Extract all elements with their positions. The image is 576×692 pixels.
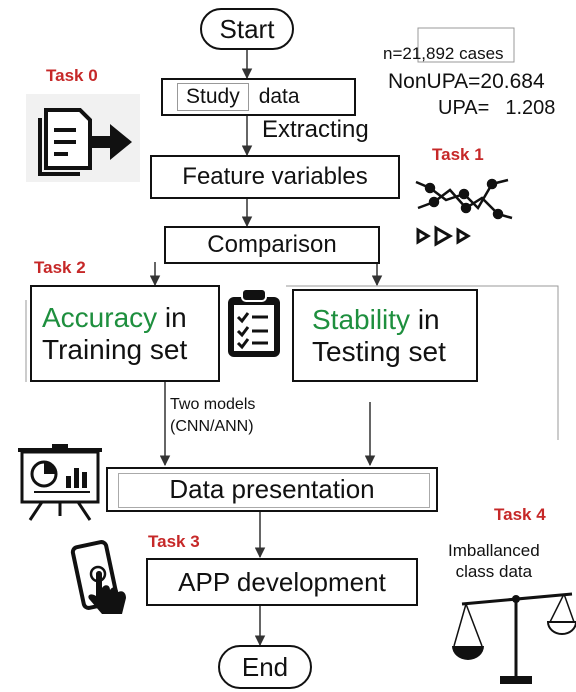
stats-nonupa: NonUPA=20.684 bbox=[388, 70, 545, 94]
app-development-box: APP development bbox=[146, 558, 418, 606]
accuracy-line: Accuracy in bbox=[42, 302, 187, 334]
task-1-label: Task 1 bbox=[432, 145, 484, 164]
stats-outline bbox=[417, 27, 515, 63]
feature-variables-box: Feature variables bbox=[150, 155, 400, 199]
upa-label: UPA= bbox=[438, 97, 490, 119]
start-label: Start bbox=[219, 13, 275, 44]
document-export-icon bbox=[26, 94, 140, 182]
stats-upa: UPA= 1.208 bbox=[438, 97, 555, 120]
n-value: 21,892 cases bbox=[402, 44, 504, 63]
upa-value: 1.208 bbox=[505, 97, 556, 119]
stability-word: Stability bbox=[312, 303, 411, 335]
two-models-line1: Two models bbox=[170, 396, 256, 413]
comparison-label: Comparison bbox=[207, 231, 337, 258]
training-label: Training set bbox=[42, 333, 188, 365]
end-node: End bbox=[218, 645, 312, 689]
two-models-label: Two models (CNN/ANN) bbox=[170, 394, 255, 438]
imbalanced-line1: Imballanced bbox=[448, 541, 540, 560]
balance-scale-icon bbox=[452, 586, 576, 688]
line-graph-icon bbox=[412, 168, 522, 250]
data-presentation-label: Data presentation bbox=[169, 474, 375, 504]
presentation-inner-box bbox=[118, 473, 430, 508]
thin-outline-right bbox=[286, 285, 559, 440]
nonupa-value: =20.684 bbox=[468, 70, 545, 93]
presentation-board-icon bbox=[14, 442, 106, 522]
stability-rest: in bbox=[410, 303, 440, 335]
comparison-box: Comparison bbox=[164, 226, 380, 264]
imbalanced-label: Imballanced class data bbox=[448, 540, 540, 582]
end-label: End bbox=[241, 651, 289, 682]
app-development-label: APP development bbox=[178, 566, 386, 597]
feature-label: Feature variables bbox=[182, 163, 368, 190]
accuracy-rest: in bbox=[157, 301, 187, 333]
two-models-line2: (CNN/ANN) bbox=[170, 418, 254, 435]
task-3-label: Task 3 bbox=[148, 532, 200, 551]
study-label: Study bbox=[186, 85, 240, 108]
stability-line: Stability in bbox=[312, 304, 440, 336]
task-4-label: Task 4 bbox=[494, 505, 546, 524]
imbalanced-line2: class data bbox=[455, 562, 533, 581]
task-0-label: Task 0 bbox=[46, 66, 98, 85]
data-presentation-box: Data presentation bbox=[106, 467, 438, 512]
accuracy-word: Accuracy bbox=[42, 301, 158, 333]
stats-n: n=21,892 cases bbox=[383, 44, 504, 64]
extracting-label: Extracting bbox=[262, 116, 369, 143]
study-inner-box: Study bbox=[177, 83, 249, 111]
testing-label: Testing set bbox=[312, 335, 446, 367]
stability-testing-box: Stability in Testing set bbox=[292, 289, 478, 382]
start-node: Start bbox=[200, 8, 294, 50]
nonupa-label: NonUPA bbox=[388, 70, 469, 93]
smartphone-touch-icon bbox=[64, 540, 136, 622]
n-label: n= bbox=[383, 44, 403, 63]
data-label: data bbox=[258, 85, 300, 108]
task-2-label: Task 2 bbox=[34, 258, 86, 277]
accuracy-training-box: Accuracy in Training set bbox=[30, 285, 220, 382]
study-data-box: Study data bbox=[161, 78, 356, 116]
clipboard-checklist-icon bbox=[224, 287, 284, 359]
